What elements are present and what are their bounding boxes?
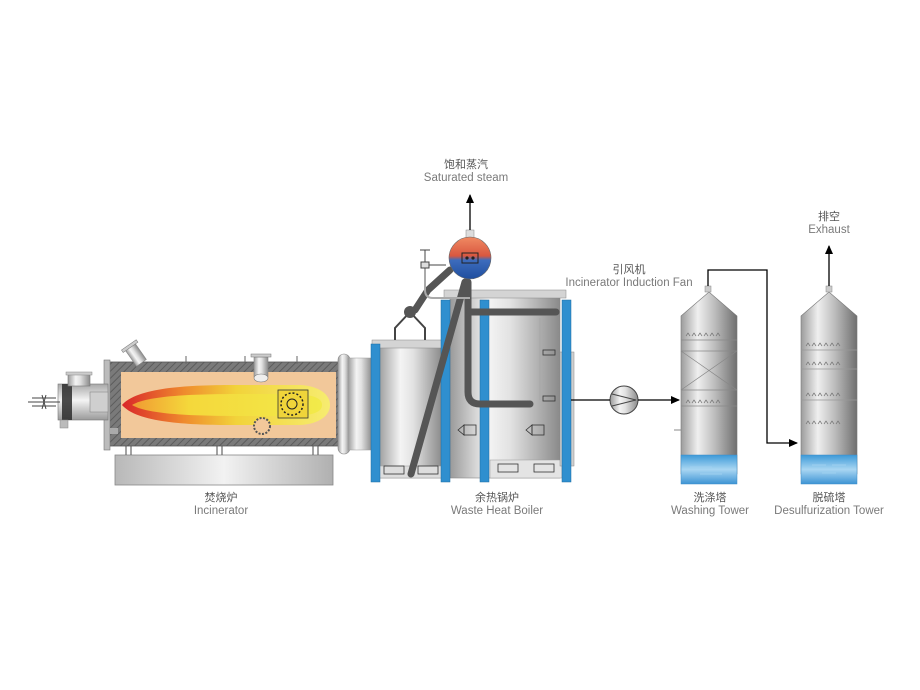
desulfurization-tower-water — [800, 454, 858, 485]
support-column — [440, 299, 451, 483]
label-exhaust: 排空 Exhaust — [808, 210, 850, 237]
label-en: Waste Heat Boiler — [450, 504, 544, 517]
label-en: Incinerator Induction Fan — [565, 276, 693, 289]
label-cn: 余热锅炉 — [475, 491, 519, 504]
label-induction-fan: 引风机 Incinerator Induction Fan — [565, 263, 693, 290]
induction-fan — [609, 385, 639, 415]
incinerator — [103, 339, 341, 486]
label-cn: 饱和蒸汽 — [443, 158, 488, 171]
label-desulfurization-tower: 脱硫塔 Desulfurization Tower — [774, 491, 884, 518]
label-en: Incinerator — [193, 504, 249, 517]
burner-assembly — [28, 371, 109, 429]
label-washing-tower: 洗涤塔 Washing Tower — [671, 491, 749, 518]
desulfurization-tower-body — [800, 291, 858, 475]
label-en: Washing Tower — [671, 504, 749, 517]
support-column — [479, 299, 490, 483]
fan-casing — [609, 385, 639, 415]
support-column — [370, 343, 381, 483]
washing-tower-body — [680, 291, 738, 475]
downcomer-pipe — [464, 278, 534, 408]
label-cn: 脱硫塔 — [812, 491, 846, 504]
label-en: Desulfurization Tower — [774, 504, 884, 517]
label-cn: 焚烧炉 — [204, 491, 238, 504]
riser-pipe — [407, 278, 469, 478]
desulfurization-tower — [800, 285, 858, 485]
boiler-connector-pipe — [411, 266, 454, 314]
flue-duct — [337, 353, 373, 455]
washing-tower-water — [680, 454, 738, 485]
label-waste-heat-boiler: 余热锅炉 Waste Heat Boiler — [450, 491, 544, 518]
label-cn: 引风机 — [612, 263, 646, 276]
manhole — [253, 417, 271, 435]
steam-drum — [448, 236, 492, 280]
label-cn: 排空 — [818, 210, 840, 223]
label-en: Saturated steam — [423, 171, 509, 184]
boiler-drum-left — [377, 343, 443, 479]
label-en: Exhaust — [808, 223, 850, 236]
washing-tower — [674, 285, 738, 485]
label-saturated-steam: 饱和蒸汽 Saturated steam — [423, 158, 509, 185]
incinerator-base — [114, 454, 334, 486]
washing-to-desulfurization-arrow — [707, 269, 798, 447]
support-column — [561, 299, 572, 483]
waste-heat-boiler — [370, 229, 575, 483]
label-cn: 洗涤塔 — [693, 491, 727, 504]
label-incinerator: 焚烧炉 Incinerator — [193, 491, 249, 518]
